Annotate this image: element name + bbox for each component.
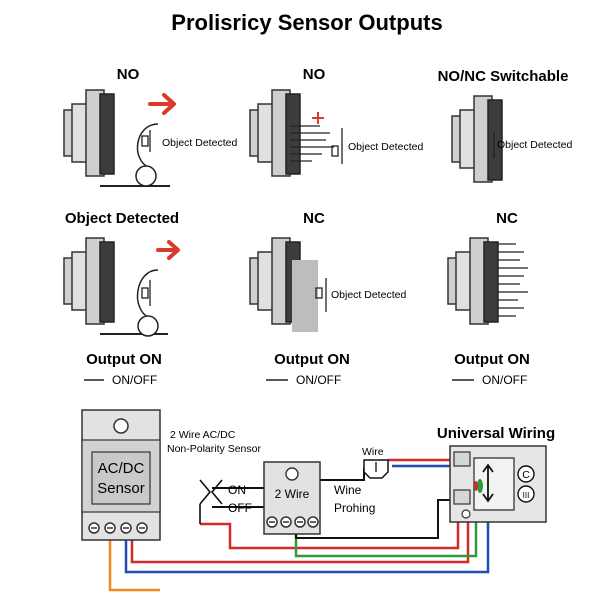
two-wire-sensor-line1: 2 Wire AC/DC [170, 429, 236, 441]
state-label: ON/OFF [112, 373, 157, 387]
emission-lines-icon [290, 125, 334, 162]
two-wire-module: 2 Wire [263, 461, 321, 535]
c-symbol-label: C [522, 469, 530, 481]
panel-nc-1: NC Object Detected Output ON ON/OFF [249, 210, 406, 387]
mount-hole-icon [113, 418, 129, 434]
universal-wiring-module: C III [449, 445, 547, 523]
red-led-icon [474, 481, 478, 491]
sensor-box-line2: Sensor [97, 480, 145, 497]
wire-label: Wire [362, 446, 384, 458]
emission-lines-icon [498, 243, 528, 317]
object-detected-label: Object Detected [497, 139, 572, 151]
panel-no-2: NO Object Detected [249, 66, 423, 177]
state-label: ON/OFF [482, 373, 527, 387]
target-object-icon [136, 123, 159, 169]
plus-sign-icon [312, 112, 324, 124]
mount-hole-icon [461, 509, 471, 519]
panel-heading: NO [117, 66, 140, 83]
two-wire-box-label: 2 Wire [275, 487, 310, 501]
acdc-sensor-module: AC/DC Sensor [81, 409, 161, 541]
object-detected-label: Object Detected [162, 137, 237, 149]
output-label: Output ON [86, 351, 162, 368]
wine-label-line2: Prohing [334, 501, 375, 515]
red-arrow-icon [148, 93, 176, 115]
sensor-body-icon [63, 237, 115, 325]
target-object-icon [136, 269, 159, 319]
off-label: OFF [228, 501, 252, 515]
red-arrow-icon [156, 240, 180, 260]
two-wire-sensor-line2: Non-Polarity Sensor [167, 443, 261, 455]
panel-switchable: NO/NC Switchable Object Detected [438, 68, 572, 183]
wire-orange [108, 536, 160, 592]
universal-wiring-title: Universal Wiring [437, 425, 555, 442]
wine-label-line1: Wine [334, 483, 362, 497]
panel-heading: NO/NC Switchable [438, 68, 569, 85]
iii-symbol-icon [517, 485, 535, 503]
sensor-box-line1: AC/DC [98, 460, 145, 477]
iii-symbol-label: III [523, 491, 530, 500]
grey-field [292, 260, 318, 332]
on-label: ON [228, 483, 246, 497]
panel-nc-2: NC Output ON ON/OFF [447, 210, 530, 387]
object-detected-label: Object Detected [331, 289, 406, 301]
roller-icon [135, 165, 157, 187]
output-label: Output ON [274, 351, 350, 368]
mount-hole-icon [285, 467, 299, 481]
sensor-body-icon [447, 237, 499, 325]
output-label: Output ON [454, 351, 530, 368]
panel-heading: NO [303, 66, 326, 83]
page-title: Prolisricy Sensor Outputs [171, 10, 442, 35]
up-down-arrow-icon [482, 463, 494, 503]
roller-icon [137, 315, 159, 337]
green-led-icon [477, 479, 483, 493]
switch-symbol-icon [199, 479, 223, 524]
panel-heading: Object Detected [65, 210, 179, 227]
sensor-body-icon [63, 89, 115, 177]
panel-no-1: NO Object Detected [63, 66, 237, 187]
object-detected-label: Object Detected [348, 141, 423, 153]
panel-heading: NC [496, 210, 518, 227]
wire-green [294, 490, 478, 558]
panel-object-detected: Object Detected Output ON ON/OFF [63, 210, 180, 387]
state-label: ON/OFF [296, 373, 341, 387]
panel-heading: NC [303, 210, 325, 227]
c-symbol-icon [517, 465, 535, 483]
